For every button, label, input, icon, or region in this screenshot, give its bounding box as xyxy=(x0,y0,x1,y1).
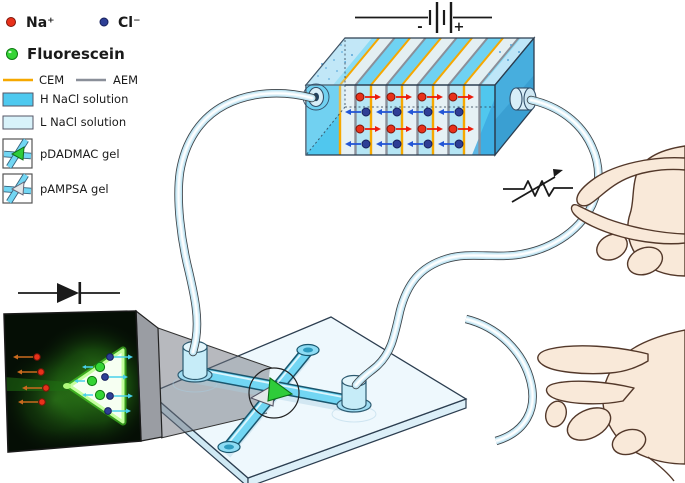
pdadmac-gel-icon xyxy=(2,138,33,169)
pdadmac-gel-plug xyxy=(267,376,294,402)
legend: Na⁺ Cl⁻ Fluorescein CEM AEM H NaCl solut… xyxy=(2,15,140,204)
laser-beam xyxy=(4,377,68,391)
legend-item-l-nacl: L NaCl solution xyxy=(2,115,126,130)
ion-column xyxy=(407,92,443,149)
tube-stack-to-chip-left xyxy=(174,89,317,357)
hand-holding-tube xyxy=(570,145,685,277)
ion-column xyxy=(376,92,412,149)
pampsa-gel-icon xyxy=(2,173,33,204)
legend-item-cl: Cl⁻ xyxy=(99,15,140,31)
cl-ion-icon xyxy=(99,17,109,27)
curled-finger xyxy=(611,428,647,456)
wrist-line xyxy=(647,456,675,482)
junction-magnifier-circle xyxy=(248,367,300,419)
pampsa-label: pAMPSA gel xyxy=(40,182,109,196)
na-ion-icon xyxy=(6,17,16,27)
battery-symbol: - + xyxy=(355,2,492,35)
tube-stack-to-chip-right xyxy=(351,95,603,390)
stack-edges xyxy=(304,36,536,157)
aem-label: AEM xyxy=(113,73,138,87)
legend-item-pdadmac: pDADMAC gel xyxy=(2,138,120,169)
ion-column xyxy=(345,92,381,149)
l-nacl-label: L NaCl solution xyxy=(40,115,126,129)
fluorescence-inset xyxy=(3,309,163,453)
battery-plus-label: + xyxy=(454,20,465,35)
cem-label: CEM xyxy=(39,73,64,87)
variable-resistor-symbol xyxy=(503,169,573,203)
index-finger xyxy=(537,345,649,375)
na-label: Na⁺ xyxy=(26,15,55,31)
cl-label: Cl⁻ xyxy=(118,15,140,31)
legend-item-cem: CEM xyxy=(3,73,64,87)
fluorescein-label: Fluorescein xyxy=(27,45,125,63)
h-nacl-swatch xyxy=(2,92,34,107)
legend-item-h-nacl: H NaCl solution xyxy=(2,92,128,107)
electrodialysis-stack xyxy=(302,36,537,157)
inset-cl-ions xyxy=(101,353,133,415)
curled-finger xyxy=(626,246,664,276)
curled-finger xyxy=(596,233,628,261)
diode-symbol xyxy=(18,282,120,304)
fluorescein-icon xyxy=(6,48,18,60)
l-nacl-swatch xyxy=(2,115,34,130)
index-finger xyxy=(576,156,685,207)
fluorescein-icon-highlight xyxy=(8,50,12,54)
gel-junction xyxy=(248,367,300,419)
battery-minus-label: - xyxy=(417,20,422,35)
channel-port-bottom xyxy=(217,440,241,454)
inset-na-ions xyxy=(13,353,50,406)
legend-item-pampsa: pAMPSA gel xyxy=(2,173,109,204)
pdadmac-label: pDADMAC gel xyxy=(40,147,120,161)
stack-ions xyxy=(345,92,474,149)
thumb xyxy=(570,204,685,245)
water-surface-left xyxy=(306,38,372,85)
inset-fluorescein-dots xyxy=(74,361,106,401)
h-nacl-label: H NaCl solution xyxy=(40,92,128,106)
chip-cylinder-left xyxy=(177,340,213,383)
tube-loose-segment xyxy=(464,314,537,446)
hand-reaching xyxy=(537,329,685,482)
legend-item-fluorescein: Fluorescein xyxy=(6,45,125,63)
legend-item-na: Na⁺ xyxy=(6,15,55,31)
middle-finger xyxy=(545,380,635,405)
stack-front-face xyxy=(306,85,495,155)
legend-item-aem: AEM xyxy=(76,73,138,87)
channel-port-top-right xyxy=(296,343,320,357)
stack-top-face xyxy=(306,37,534,86)
ion-column xyxy=(438,92,474,149)
thumb xyxy=(566,407,612,441)
finger-tip xyxy=(544,400,568,428)
